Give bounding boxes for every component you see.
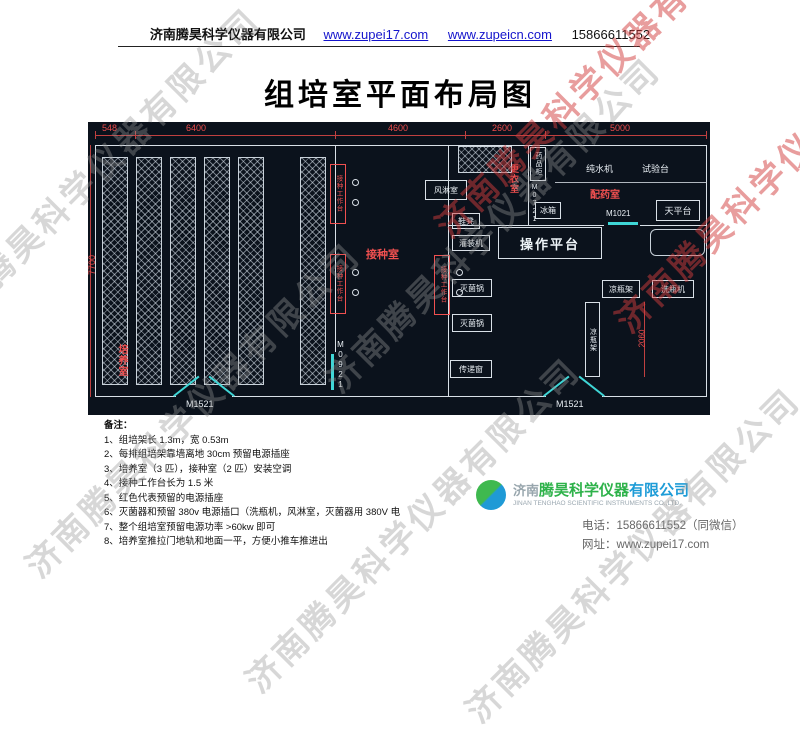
wall-inoculation-right <box>448 145 449 397</box>
door-label-m1021: M1021 <box>606 209 631 218</box>
footer-company-mid: 腾昊科学仪器 <box>539 482 630 499</box>
dimension-2600: 2600 <box>492 123 513 133</box>
grid-panel <box>458 146 512 173</box>
header-phone: 15866611552 <box>571 27 651 42</box>
door-label-m1521: M1521 <box>186 399 214 409</box>
bottle-washer-box: 洗瓶机 <box>652 280 694 298</box>
room-label-inoculation: 接种室 <box>366 249 399 261</box>
door-leaf <box>608 222 638 225</box>
note-item: 2、每排组培架靠墙离地 30cm 预留电源插座 <box>104 449 290 460</box>
shoe-bench-box: 鞋凳 <box>452 213 480 229</box>
sterilizer-box: 灭菌锅 <box>452 314 492 332</box>
watermark-text: 济南腾昊科学仪器有限公司 <box>459 381 800 731</box>
bottle-rack-box: 凉瓶架 <box>602 280 640 298</box>
operation-platform: 操作平台 <box>498 227 602 259</box>
sink-unit <box>650 229 705 256</box>
dimension-line-left <box>90 145 91 397</box>
dimension-line-right <box>644 302 645 377</box>
counter-edge <box>555 182 707 183</box>
balance-table-box: 天平台 <box>656 200 700 221</box>
dimension-tick <box>335 131 336 139</box>
note-item: 1、组培架长 1.3m，宽 0.53m <box>104 434 229 446</box>
culture-rack <box>102 157 128 385</box>
culture-rack <box>238 157 264 385</box>
dimension-tick <box>135 131 136 139</box>
test-bench-label: 试验台 <box>642 164 670 174</box>
dimension-tick <box>95 131 96 139</box>
door-opening <box>546 394 602 398</box>
double-door-symbol <box>543 374 605 396</box>
culture-rack <box>136 157 162 385</box>
footer-company-en: JINAN TENGHAO SCIENTIFIC INSTRUMENTS CO.… <box>513 500 682 507</box>
culture-rack <box>204 157 230 385</box>
room-label-culture: 培养室 <box>116 344 127 377</box>
door-label-m1521: M1521 <box>556 399 584 409</box>
double-door-symbol <box>173 374 235 396</box>
stool <box>352 289 359 296</box>
company-name: 济南腾昊科学仪器有限公司 <box>149 27 306 42</box>
culture-rack <box>300 157 326 385</box>
dimension-2060: 2060 <box>637 329 647 348</box>
dimension-line-top <box>95 135 707 136</box>
culture-rack <box>170 157 196 385</box>
transfer-window-box: 传递窗 <box>450 360 492 378</box>
footer-site: 网址：www.zupei17.com <box>582 539 710 551</box>
note-item: 7、整个组培室预留电源功率 >60kw 即可 <box>104 521 276 533</box>
notes-block: 备注： 1、组培架长 1.3m，宽 0.53m 2、每排组培架靠墙离地 30cm… <box>104 419 400 550</box>
website-link-1[interactable]: www.zupei17.com <box>323 27 429 42</box>
notes-heading: 备注： <box>104 420 133 431</box>
stool <box>352 179 359 186</box>
dimension-4600: 4600 <box>388 123 409 133</box>
page-title: 组培室平面布局图 <box>264 79 536 112</box>
door-label-m0921: M0921 <box>336 340 345 390</box>
note-item: 6、灭菌器和预留 380v 电源插口（洗瓶机，风淋室，灭菌器用 380V 电 <box>104 507 401 518</box>
dimension-tick <box>706 131 707 139</box>
wall-dispensing-bottom-a <box>448 225 604 226</box>
note-item: 4、接种工作台长为 1.5 米 <box>104 478 214 489</box>
floor-plan-canvas: 548 6400 4600 2600 5000 7700 接种工作台 接种工作台… <box>87 122 710 415</box>
bottle-rack-vertical: 凉瓶架 <box>585 302 600 377</box>
sterilizer-box: 灭菌锅 <box>452 279 492 297</box>
door-opening <box>176 394 232 398</box>
room-label-dispensing: 配药室 <box>590 190 620 201</box>
header-divider <box>118 46 640 47</box>
note-item: 5、红色代表预留的电源插座 <box>104 492 224 504</box>
wall-inoculation-left <box>335 145 336 352</box>
outer-wall <box>95 145 707 397</box>
door-label-m0721: M0721 <box>531 184 538 224</box>
fridge-box: 冰箱 <box>535 202 561 219</box>
filling-machine-box: 灌装机 <box>452 235 490 251</box>
footer-phone: 电话：15866611552（同微信） <box>582 520 744 532</box>
dimension-tick <box>465 131 466 139</box>
footer-company-prefix: 济南 <box>513 483 540 498</box>
room-label-changing: 更衣室 <box>509 164 519 194</box>
footer-company-name: 济南腾昊科学仪器有限公司 <box>513 483 689 499</box>
inoculation-workbench: 接种工作台 <box>330 164 346 224</box>
medicine-cabinet-box: 药品柜 <box>530 147 546 181</box>
dimension-5000: 5000 <box>610 123 631 133</box>
dimension-548: 548 <box>102 123 118 133</box>
company-logo <box>476 480 506 510</box>
inoculation-workbench: 接种工作台 <box>434 255 450 315</box>
page-header: 济南腾昊科学仪器有限公司 www.zupei17.com www.zupeicn… <box>0 24 800 43</box>
brand-footer: 济南腾昊科学仪器有限公司 JINAN TENGHAO SCIENTIFIC IN… <box>476 480 744 552</box>
door-leaf <box>331 354 334 390</box>
stool <box>456 289 463 296</box>
note-item: 8、培养室推拉门地轨和地面一平，方便小推车推进出 <box>104 536 328 547</box>
website-link-2[interactable]: www.zupeicn.com <box>447 27 552 42</box>
stool <box>456 269 463 276</box>
dimension-tick <box>545 131 546 139</box>
stool <box>352 199 359 206</box>
dimension-6400: 6400 <box>186 123 207 133</box>
wall-dispensing-bottom-b <box>640 225 707 226</box>
air-shower-box: 风淋室 <box>425 180 467 200</box>
wall-changing-right <box>528 145 529 225</box>
inoculation-workbench: 接种工作台 <box>330 254 346 314</box>
pure-water-label: 纯水机 <box>586 164 614 174</box>
footer-company-suffix: 有限公司 <box>629 482 690 499</box>
stool <box>352 269 359 276</box>
note-item: 3、培养室（3 匹），接种室（2 匹）安装空调 <box>104 463 292 475</box>
